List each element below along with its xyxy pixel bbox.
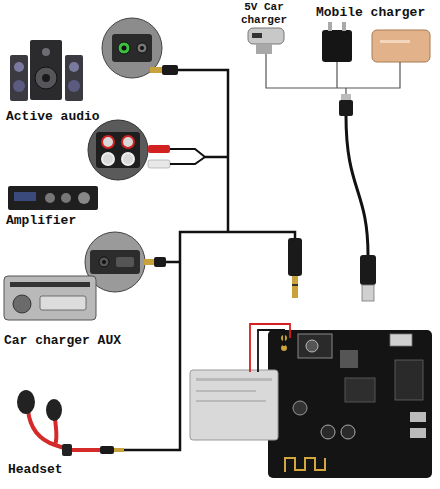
jack-plug — [288, 238, 302, 298]
battery-wire-red — [250, 324, 290, 372]
usb-cable — [339, 94, 376, 301]
jack-plug — [150, 65, 178, 75]
battery — [190, 370, 278, 440]
wall-charger-icon — [322, 22, 352, 62]
rca-plugs — [148, 145, 205, 168]
battery-wire-black — [258, 330, 284, 372]
charger-bracket — [266, 54, 400, 94]
audio-cable — [124, 70, 295, 450]
caption-text: Headset — [8, 463, 138, 478]
amplifier-unit — [8, 186, 98, 210]
jack-plug — [144, 257, 166, 267]
headset-illustration — [17, 390, 124, 456]
rca-inset — [88, 120, 148, 180]
audio-jack-inset — [102, 18, 162, 78]
device-caption: Active audio — [6, 110, 136, 125]
device-caption: Car charger AUX — [4, 334, 154, 349]
car-charger-icon — [248, 28, 284, 54]
device-caption: Headset — [8, 463, 138, 478]
caption-text: Active audio — [6, 110, 136, 125]
caption-text: 5V Car charger — [230, 1, 298, 26]
caption-text: Car charger AUX — [4, 334, 154, 349]
car-stereo — [4, 276, 96, 320]
caption-text: Amplifier — [6, 214, 136, 229]
caption-text: Mobile charger — [316, 6, 438, 21]
device-caption: 5V Car charger — [230, 1, 298, 26]
speaker-set — [10, 40, 83, 101]
device-caption: Amplifier — [6, 214, 136, 229]
power-bank-icon — [372, 30, 430, 62]
bluetooth-board — [268, 330, 432, 478]
device-caption: Mobile charger — [316, 6, 438, 21]
